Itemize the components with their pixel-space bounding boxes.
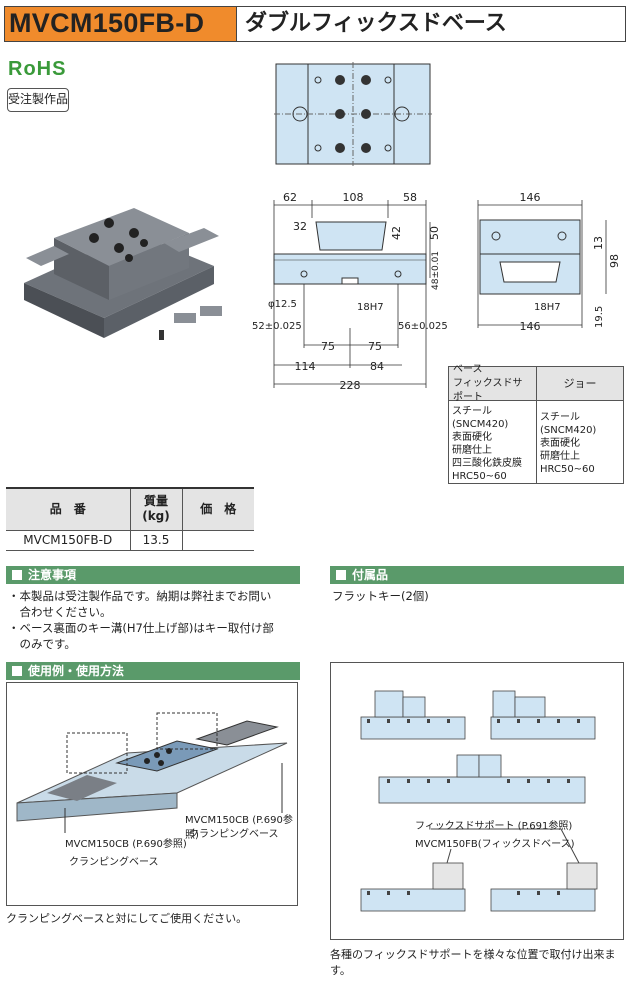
made-to-order-badge: 受注製作品 (7, 88, 69, 112)
top-view-drawing (274, 62, 432, 166)
material-col1-body: スチール(SNCM420) 表面硬化 研磨仕上 四三酸化鉄皮膜 HRC50~60 (449, 401, 537, 483)
front-view-drawing: 62 108 58 32 42 50 48±0.01 φ12.5 18H7 52… (252, 191, 448, 392)
cell-part-number: MVCM150FB-D (6, 530, 130, 551)
side-view-drawing: 146 13 98 18H7 146 19.5 (477, 191, 620, 333)
product-code: MVCM150FB-D (5, 7, 237, 41)
square-icon (12, 666, 22, 676)
col-price: 価 格 (181, 487, 254, 531)
caution-item-2: ・ベース裏面のキー溝(H7仕上げ部)はキー取付け部 のみです。 (8, 621, 274, 651)
svg-text:52±0.025: 52±0.025 (252, 321, 302, 332)
table-row: MVCM150FB-D 13.5 (6, 530, 254, 551)
usage-diagram (16, 712, 288, 833)
usage-caption: クランピングベースと対にしてご使用ください。 (6, 912, 248, 925)
product-name: ダブルフィックスドベース (245, 11, 507, 36)
material-col1-header: ベース フィックスドサポート (449, 364, 537, 403)
svg-text:75: 75 (321, 340, 335, 353)
layout-label-b: MVCM150FB(フィックスドベース) (415, 839, 575, 850)
svg-text:18H7: 18H7 (357, 302, 384, 313)
svg-text:50: 50 (428, 226, 441, 240)
usage-header: 使用例・使用方法 (6, 662, 300, 680)
pencil-icon (12, 570, 22, 580)
svg-text:19.5: 19.5 (594, 306, 605, 328)
material-col2-header: ジョー (563, 376, 597, 390)
layout-illustration: フィックスドサポート (P.691参照) MVCM150FB(フィックスドベース… (330, 662, 624, 940)
cell-mass: 13.5 (129, 530, 182, 551)
svg-text:108: 108 (343, 191, 364, 204)
usage-label-b-sub: クランピングベース (189, 829, 279, 840)
material-col2-body: スチール(SNCM420) 表面硬化 研磨仕上 HRC50~60 (540, 412, 597, 475)
accessory-header: 付属品 (330, 566, 624, 584)
svg-text:18H7: 18H7 (534, 302, 561, 313)
svg-text:98: 98 (608, 254, 620, 268)
rohs-badge: RoHS (8, 58, 67, 80)
product-photo (24, 208, 222, 340)
usage-label-b: MVCM150CB (P.690参照) (185, 815, 293, 841)
svg-text:228: 228 (340, 379, 361, 392)
svg-text:13: 13 (592, 236, 605, 250)
product-table: 品 番 質量 (kg) 価 格 MVCM150FB-D 13.5 (6, 487, 254, 551)
cell-price (181, 530, 254, 551)
accessory-text: フラットキー(2個) (332, 589, 429, 603)
layout-caption: 各種のフィックスドサポートを様々な位置で取付け出来ます。 (330, 948, 616, 977)
svg-text:146: 146 (520, 320, 541, 333)
svg-text:φ12.5: φ12.5 (268, 299, 297, 310)
caution-item-1: ・本製品は受注製作品です。納期は弊社までお問い 合わせください。 (8, 589, 272, 619)
svg-text:84: 84 (370, 360, 384, 373)
col-mass: 質量 (kg) (129, 487, 182, 531)
svg-text:58: 58 (403, 191, 417, 204)
svg-text:48±0.01: 48±0.01 (431, 251, 441, 290)
svg-text:42: 42 (390, 226, 403, 240)
svg-text:32: 32 (293, 220, 307, 233)
svg-text:114: 114 (295, 360, 316, 373)
layout-diagram (360, 690, 598, 912)
caution-header: 注意事項 (6, 566, 300, 584)
col-part-number: 品 番 (6, 487, 130, 531)
usage-illustration: MVCM150CB (P.690参照) クランピングベース MVCM150CB … (6, 682, 298, 906)
usage-label-a-sub: クランピングベース (69, 857, 159, 868)
svg-text:56±0.025: 56±0.025 (398, 321, 448, 332)
square-icon (336, 570, 346, 580)
usage-label-a: MVCM150CB (P.690参照) (65, 839, 187, 850)
material-table: ベース フィックスドサポート ジョー スチール(SNCM420) 表面硬化 研磨… (448, 364, 624, 484)
svg-text:62: 62 (283, 191, 297, 204)
svg-text:146: 146 (520, 191, 541, 204)
page-header: MVCM150FB-D ダブルフィックスドベース (4, 6, 626, 42)
layout-label-a: フィックスドサポート (P.691参照) (415, 821, 573, 832)
svg-text:75: 75 (368, 340, 382, 353)
